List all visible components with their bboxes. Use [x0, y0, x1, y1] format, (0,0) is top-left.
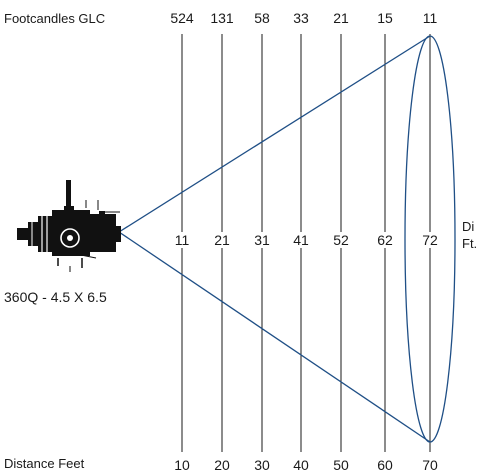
distance-value: 30 [253, 457, 271, 473]
distance-value: 70 [421, 457, 439, 473]
beam-diameter-value: 31 [253, 232, 271, 248]
beam-diameter-value: 62 [376, 232, 394, 248]
beam-diameter-value: 41 [292, 232, 310, 248]
diameter-label-line1: Di [462, 219, 475, 234]
model-label: 360Q - 4.5 X 6.5 [4, 289, 107, 305]
beam-field-ellipse [404, 35, 456, 443]
beam-diameter-value: 72 [421, 232, 439, 248]
beam-diameter-value: 11 [173, 232, 191, 248]
footcandle-value: 131 [209, 10, 235, 26]
footcandle-value: 15 [376, 10, 394, 26]
beam-edge-lower [118, 231, 431, 443]
footcandle-value: 58 [253, 10, 271, 26]
footcandle-value: 33 [292, 10, 310, 26]
distance-value: 20 [213, 457, 231, 473]
footcandle-value: 21 [332, 10, 350, 26]
distance-value: 50 [332, 457, 350, 473]
beam-edge-upper [118, 35, 431, 233]
distance-label: Distance Feet [4, 456, 85, 471]
distance-value: 60 [376, 457, 394, 473]
distance-value: 10 [173, 457, 191, 473]
beam-diameter-value: 52 [332, 232, 350, 248]
diameter-label-line2: Ft. [462, 236, 477, 251]
footcandles-label: Footcandles GLC [4, 11, 106, 26]
beam-diameter-value: 21 [213, 232, 231, 248]
ellipsoidal-spotlight-icon [17, 180, 121, 272]
beam-cone [118, 35, 456, 443]
footcandle-value: 524 [169, 10, 195, 26]
distance-value: 40 [292, 457, 310, 473]
footcandle-value: 11 [421, 10, 439, 26]
